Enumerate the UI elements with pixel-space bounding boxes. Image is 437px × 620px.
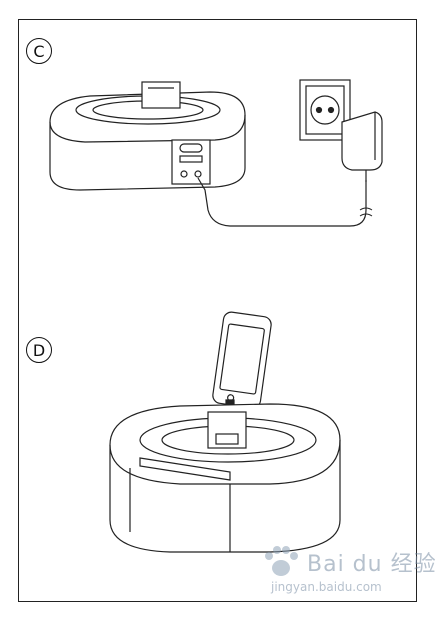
step-d-badge: D xyxy=(26,337,52,363)
page-frame xyxy=(18,19,417,602)
watermark-url: jingyan.baidu.com xyxy=(271,580,382,594)
watermark-brand: Bai du 经验 xyxy=(307,552,437,577)
step-c-label: C xyxy=(33,41,45,61)
power-cable xyxy=(197,177,367,227)
paw-logo-icon xyxy=(265,546,298,576)
illustration-power-connection xyxy=(49,79,383,227)
smartphone-icon xyxy=(212,311,272,409)
illustration-dock-phone xyxy=(109,311,341,553)
dock-speaker-icon xyxy=(109,403,341,553)
dock-speaker-icon xyxy=(49,81,246,191)
step-c-badge: C xyxy=(26,38,52,64)
watermark: Bai du 经验 jingyan.baidu.com xyxy=(255,542,436,602)
power-adapter-icon xyxy=(341,111,383,182)
step-d-label: D xyxy=(32,340,46,360)
